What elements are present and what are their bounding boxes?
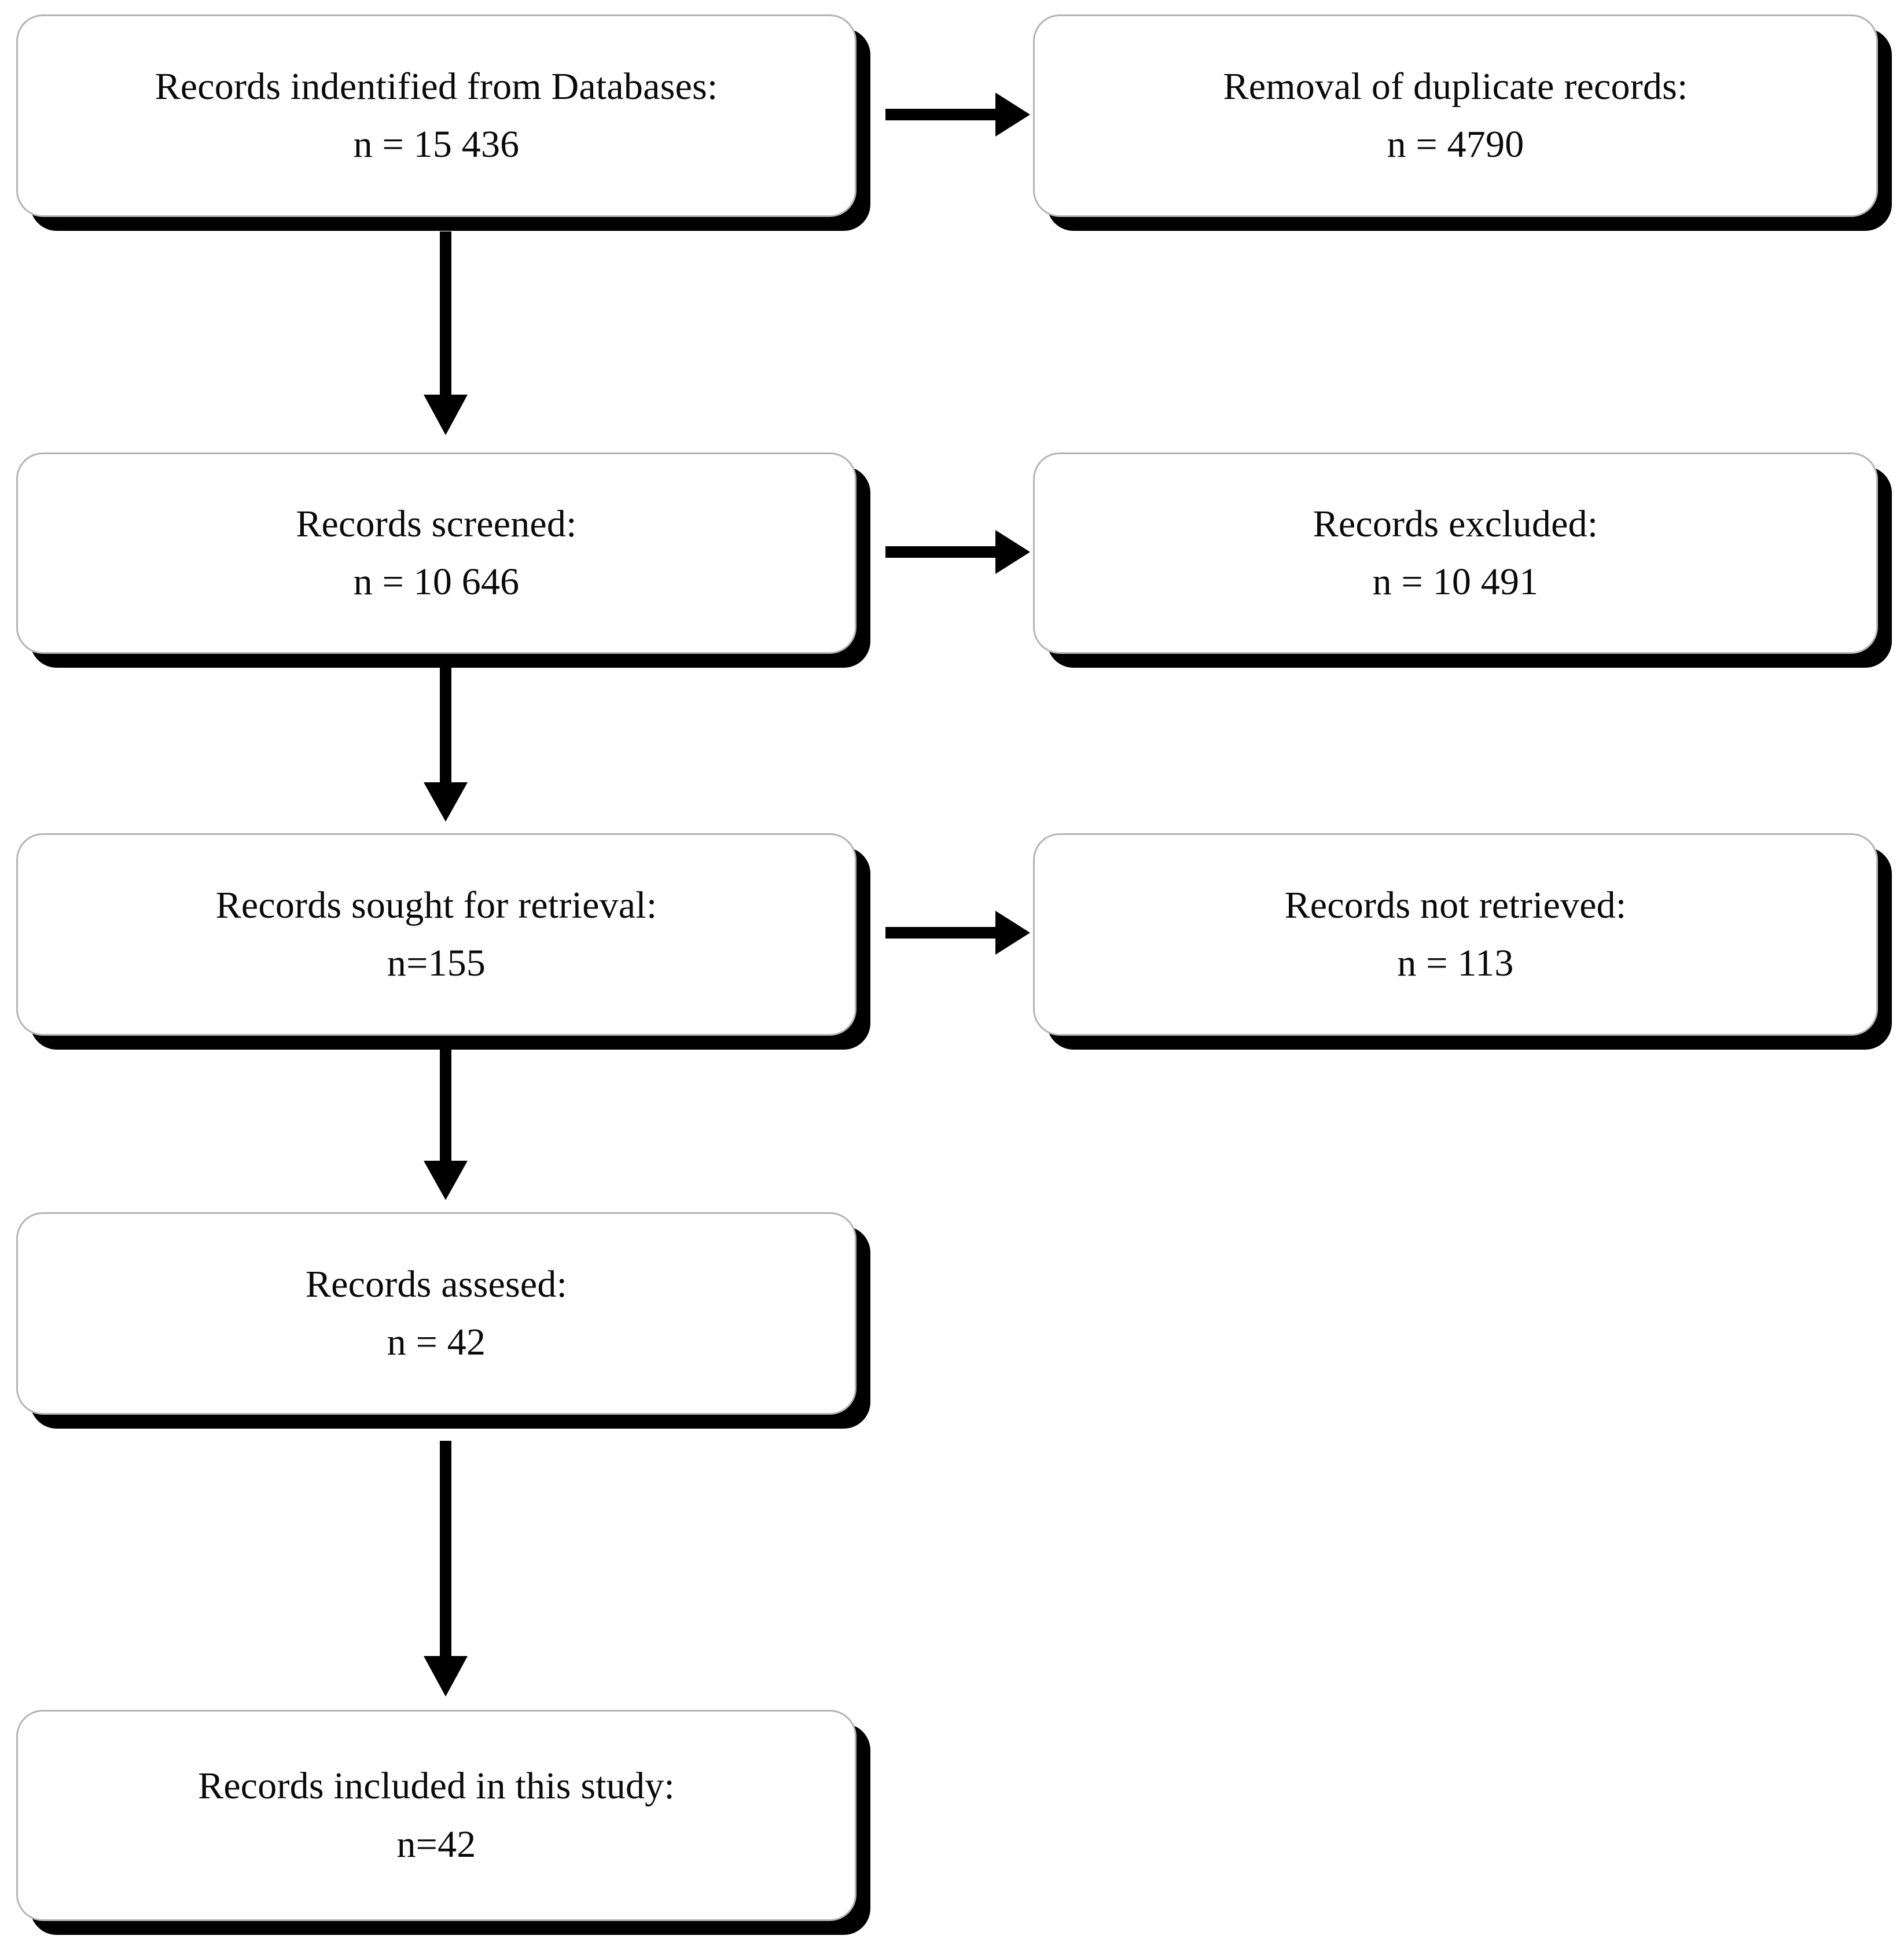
arrow-down-icon-identified-to-screened <box>418 231 473 435</box>
arrow-right-icon-sought-to-not-retrieved <box>885 905 1030 961</box>
node-records-excluded: Records excluded: n = 10 491 <box>1033 452 1878 654</box>
node-label: Records sought for retrieval: <box>215 884 657 926</box>
node-label: Records not retrieved: <box>1284 884 1627 926</box>
node-label: Records included in this study: <box>198 1765 675 1808</box>
node-count: n = 4790 <box>1387 123 1524 165</box>
node-records-screened: Records screened: n = 10 646 <box>16 452 857 654</box>
node-records-included: Records included in this study: n=42 <box>16 1710 857 1921</box>
node-label: Records screened: <box>296 502 577 545</box>
node-count: n=155 <box>387 942 486 984</box>
node-label: Records assesed: <box>305 1263 568 1305</box>
node-label: Records indentified from Databases: <box>155 65 718 108</box>
arrow-right-icon-identified-to-duplicates <box>885 87 1030 142</box>
node-label: Records excluded: <box>1313 502 1598 545</box>
node-count: n = 10 491 <box>1372 561 1539 603</box>
arrow-right-icon-screened-to-excluded <box>885 524 1030 580</box>
node-count: n = 15 436 <box>353 123 520 165</box>
node-records-not-retrieved: Records not retrieved: n = 113 <box>1033 833 1878 1036</box>
node-count: n = 42 <box>387 1321 486 1363</box>
node-count: n = 113 <box>1397 942 1514 984</box>
node-records-assessed: Records assesed: n = 42 <box>16 1212 857 1415</box>
node-count: n=42 <box>396 1823 476 1865</box>
node-label: Removal of duplicate records: <box>1223 65 1688 108</box>
arrow-down-icon-screened-to-sought <box>418 667 473 822</box>
node-duplicates-removed: Removal of duplicate records: n = 4790 <box>1033 14 1878 217</box>
node-count: n = 10 646 <box>353 561 520 603</box>
node-records-sought-for-retrieval: Records sought for retrieval: n=155 <box>16 833 857 1036</box>
node-records-identified: Records indentified from Databases: n = … <box>16 14 857 217</box>
arrow-down-icon-assessed-to-included <box>418 1441 473 1697</box>
arrow-down-icon-sought-to-assessed <box>418 1048 473 1200</box>
